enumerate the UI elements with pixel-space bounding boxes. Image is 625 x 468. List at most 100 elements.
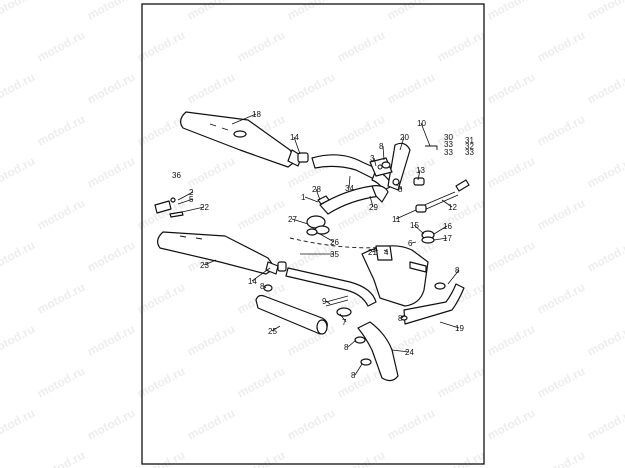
leader-line bbox=[417, 169, 421, 181]
leader-line bbox=[203, 259, 217, 266]
leader-line bbox=[399, 136, 405, 151]
watermark-text: motod.ru bbox=[135, 280, 187, 317]
heat-shield-front bbox=[387, 142, 411, 191]
leader-line bbox=[441, 199, 453, 208]
leader-line bbox=[371, 249, 379, 253]
watermark-text: motod.ru bbox=[35, 196, 87, 233]
watermark-text: motod.ru bbox=[435, 112, 487, 149]
rear-exhaust-header bbox=[403, 283, 465, 325]
watermark-text: motod.ru bbox=[135, 448, 187, 468]
clamps bbox=[263, 161, 446, 366]
callout-number: 8 bbox=[398, 185, 403, 194]
leader-line bbox=[433, 237, 448, 241]
callout-number: 20 bbox=[400, 133, 409, 142]
leader-line bbox=[354, 363, 363, 376]
leader-line bbox=[382, 145, 385, 161]
watermark-text: motod.ru bbox=[0, 154, 37, 191]
watermark-text: motod.ru bbox=[435, 448, 487, 468]
watermark-text: motod.ru bbox=[535, 112, 587, 149]
leader-line bbox=[395, 209, 417, 220]
watermark-text: motod.ru bbox=[485, 0, 537, 23]
leader-line bbox=[401, 315, 405, 319]
watermark-text: motod.ru bbox=[185, 154, 237, 191]
mounting-hardware bbox=[154, 197, 184, 218]
leader-line bbox=[373, 157, 377, 167]
callout-number: 10 bbox=[417, 119, 426, 128]
bracket-center bbox=[375, 245, 393, 261]
callout-number: 8 bbox=[260, 282, 265, 291]
leader-line bbox=[263, 285, 267, 289]
callout-number: 29 bbox=[369, 203, 378, 212]
watermark-text: motod.ru bbox=[35, 28, 87, 65]
callout-number: 23 bbox=[200, 261, 209, 270]
callout-number: 5 bbox=[189, 195, 194, 204]
watermark-text: motod.ru bbox=[35, 448, 87, 468]
callout-number: 19 bbox=[455, 324, 464, 333]
leader-line bbox=[291, 218, 309, 225]
watermark-text: motod.ru bbox=[335, 28, 387, 65]
watermark-text: motod.ru bbox=[135, 28, 187, 65]
callout-number: 17 bbox=[443, 234, 452, 243]
callout-number: 13 bbox=[416, 166, 425, 175]
callout-number: 12 bbox=[448, 203, 457, 212]
watermark-text: motod.ru bbox=[185, 322, 237, 359]
callout-number: 26 bbox=[330, 238, 339, 247]
watermark-text: motod.ru bbox=[35, 112, 87, 149]
oxygen-sensor-cable bbox=[413, 177, 470, 213]
lower-muffler bbox=[157, 231, 279, 275]
leader-line bbox=[339, 313, 347, 323]
watermark-text: motod.ru bbox=[485, 238, 537, 275]
leader-line bbox=[395, 183, 403, 190]
watermark-text: motod.ru bbox=[535, 196, 587, 233]
leader-line bbox=[293, 136, 301, 155]
callout-number: 11 bbox=[392, 215, 401, 224]
watermark-text: motod.ru bbox=[85, 406, 137, 443]
watermark-text: motod.ru bbox=[235, 364, 287, 401]
bracket-small bbox=[425, 145, 438, 150]
rear-header-pipe bbox=[285, 237, 396, 307]
callout-number: 34 bbox=[345, 184, 354, 193]
watermark-text: motod.ru bbox=[135, 112, 187, 149]
watermark-text: motod.ru bbox=[85, 70, 137, 107]
watermark-text: motod.ru bbox=[535, 364, 587, 401]
callout-number: 14 bbox=[248, 277, 257, 286]
watermark-text: motod.ru bbox=[235, 448, 287, 468]
leader-line bbox=[177, 198, 194, 205]
callout-number: 2 bbox=[189, 188, 194, 197]
callout-number: 7 bbox=[342, 318, 347, 327]
watermark-text: motod.ru bbox=[585, 322, 625, 359]
watermark-text: motod.ru bbox=[585, 406, 625, 443]
leader-line bbox=[304, 196, 319, 203]
leader-line bbox=[271, 325, 281, 332]
bolt bbox=[317, 195, 330, 205]
callout-number: 14 bbox=[290, 133, 299, 142]
watermark-text: motod.ru bbox=[35, 280, 87, 317]
callout-number: 24 bbox=[405, 348, 414, 357]
watermark-text: motod.ru bbox=[85, 238, 137, 275]
leader-line bbox=[251, 267, 271, 282]
callout-number: 25 bbox=[268, 327, 277, 336]
callout-number: 32 bbox=[465, 142, 474, 151]
leader-line bbox=[391, 349, 410, 353]
callout-number: 22 bbox=[200, 203, 209, 212]
watermark-text: motod.ru bbox=[585, 70, 625, 107]
leader-line bbox=[420, 122, 431, 147]
watermark-text: motod.ru bbox=[135, 364, 187, 401]
callout-number: 6 bbox=[408, 239, 413, 248]
watermark-text: motod.ru bbox=[585, 0, 625, 23]
watermark-text: motod.ru bbox=[585, 238, 625, 275]
callout-number: 33 bbox=[444, 140, 453, 149]
watermark-text: motod.ru bbox=[335, 448, 387, 468]
leader-line bbox=[181, 206, 205, 213]
leader-line bbox=[348, 175, 351, 189]
watermark-text: motod.ru bbox=[485, 406, 537, 443]
callout-number: 21 bbox=[368, 248, 377, 257]
watermark-text: motod.ru bbox=[85, 154, 137, 191]
callout-number: 33 bbox=[444, 148, 453, 157]
drawing-frame bbox=[141, 3, 485, 465]
leader-lines bbox=[177, 113, 460, 376]
callout-number: 8 bbox=[455, 266, 460, 275]
callout-number: 8 bbox=[344, 343, 349, 352]
watermark-text: motod.ru bbox=[0, 322, 37, 359]
